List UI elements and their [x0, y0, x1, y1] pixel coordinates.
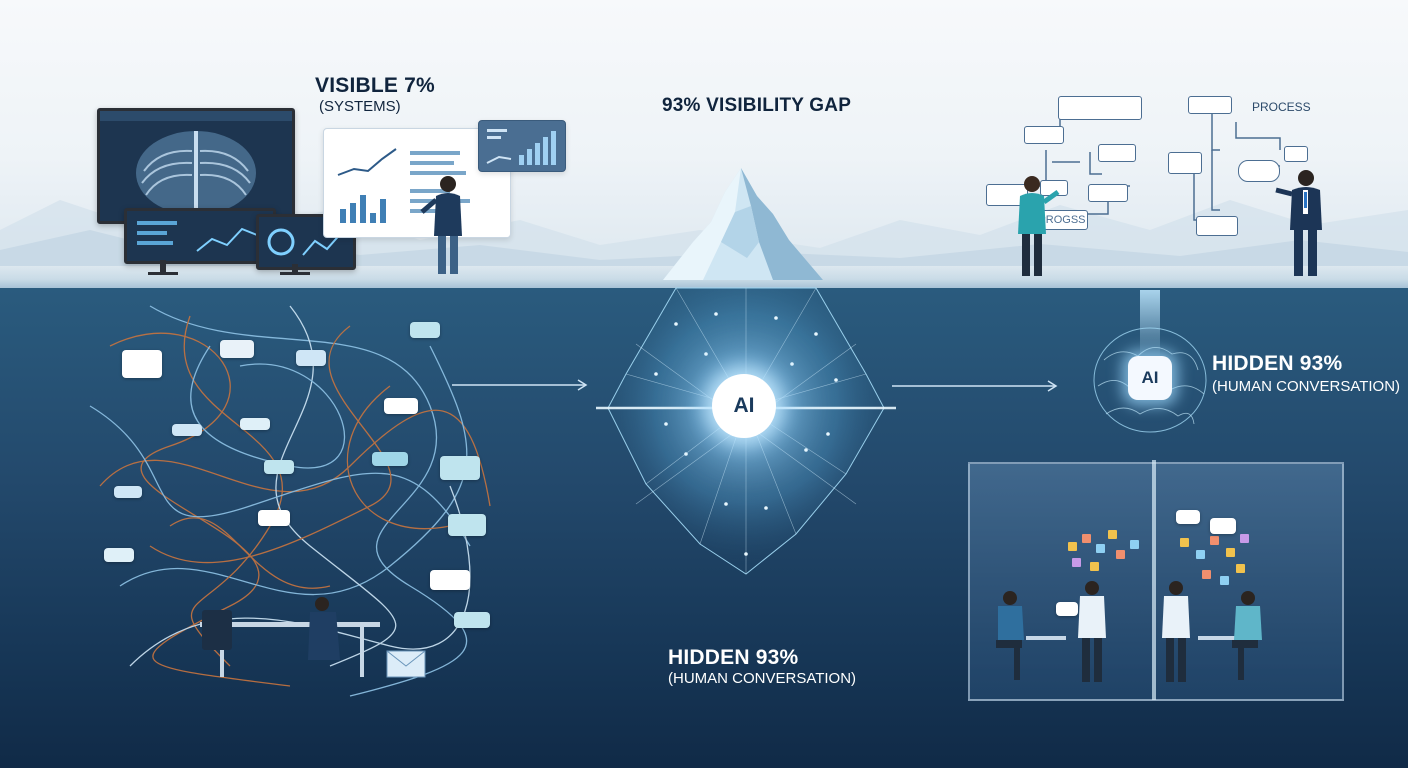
flow-box-1 [1058, 96, 1142, 120]
ai-brain-icon [1093, 290, 1207, 433]
flow-box-9 [1238, 160, 1280, 182]
xray-monitor [97, 108, 295, 224]
chat-bubble-icon [410, 322, 440, 338]
flow-box-10 [1284, 146, 1308, 162]
ai-core-badge: AI [712, 374, 776, 438]
chat-bubble-icon [384, 398, 418, 414]
chat-bubble-icon [296, 350, 326, 366]
xray-chest-image [100, 111, 292, 219]
chat-bubble-icon [264, 460, 294, 474]
flow-box-8 [1168, 152, 1202, 174]
ai-chip-badge: AI [1128, 356, 1172, 400]
process-label: PROCESS [1252, 100, 1311, 114]
chat-bubble-icon [1210, 518, 1236, 534]
chat-bubble-icon [1176, 510, 1200, 524]
meeting-people [996, 581, 1262, 682]
chat-bubble-icon [1056, 602, 1078, 616]
bar-chart-mini [486, 129, 556, 165]
envelope-icon [386, 650, 426, 678]
flow-box-11 [1196, 216, 1238, 236]
flow-box-6 [1088, 184, 1128, 202]
chat-bubble-icon [430, 570, 470, 590]
chat-bubble-icon [122, 350, 162, 378]
iceberg-icon [663, 168, 823, 280]
hidden-title-bottom: HIDDEN 93% [668, 646, 799, 669]
hidden-title-right: HIDDEN 93% [1212, 352, 1343, 375]
radial-gauge-chart [267, 228, 344, 256]
chat-bubble-icon [440, 456, 480, 480]
visible-title: VISIBLE 7% [315, 74, 435, 97]
chat-bubble-icon [372, 452, 408, 466]
flow-box-7 [1188, 96, 1232, 114]
visible-subtitle: (SYSTEMS) [319, 98, 401, 115]
chat-bubble-icon [172, 424, 202, 436]
chat-bubble-icon [448, 514, 486, 536]
presenter-woman-right [1018, 176, 1060, 276]
chat-bubble-icon [220, 340, 254, 358]
monitor-stands [148, 260, 310, 275]
chat-bubble-icon [240, 418, 270, 430]
flow-box-2 [1024, 126, 1064, 144]
bar-chart-card [478, 120, 566, 172]
arrow-right-icon [892, 380, 1058, 392]
chat-bubble-icon [104, 548, 134, 562]
sticky-notes [1060, 520, 1320, 630]
flow-box-3 [1098, 144, 1136, 162]
arrow-right-icon [452, 379, 588, 391]
hidden-subtitle-right: (HUMAN CONVERSATION) [1212, 378, 1401, 395]
hidden-subtitle-bottom: (HUMAN CONVERSATION) [668, 670, 857, 687]
presenter-woman-left [420, 176, 462, 274]
glass-divider [1152, 460, 1156, 700]
desk-worker [200, 597, 380, 677]
chat-bubble-icon [258, 510, 290, 526]
presenter-man-right [1275, 170, 1322, 276]
visibility-gap-title: 93% VISIBILITY GAP [662, 95, 852, 116]
chat-bubble-icon [114, 486, 142, 498]
chat-bubble-icon [454, 612, 490, 628]
dashboard-monitor-left [124, 208, 276, 264]
dashboard-chart [137, 221, 258, 252]
